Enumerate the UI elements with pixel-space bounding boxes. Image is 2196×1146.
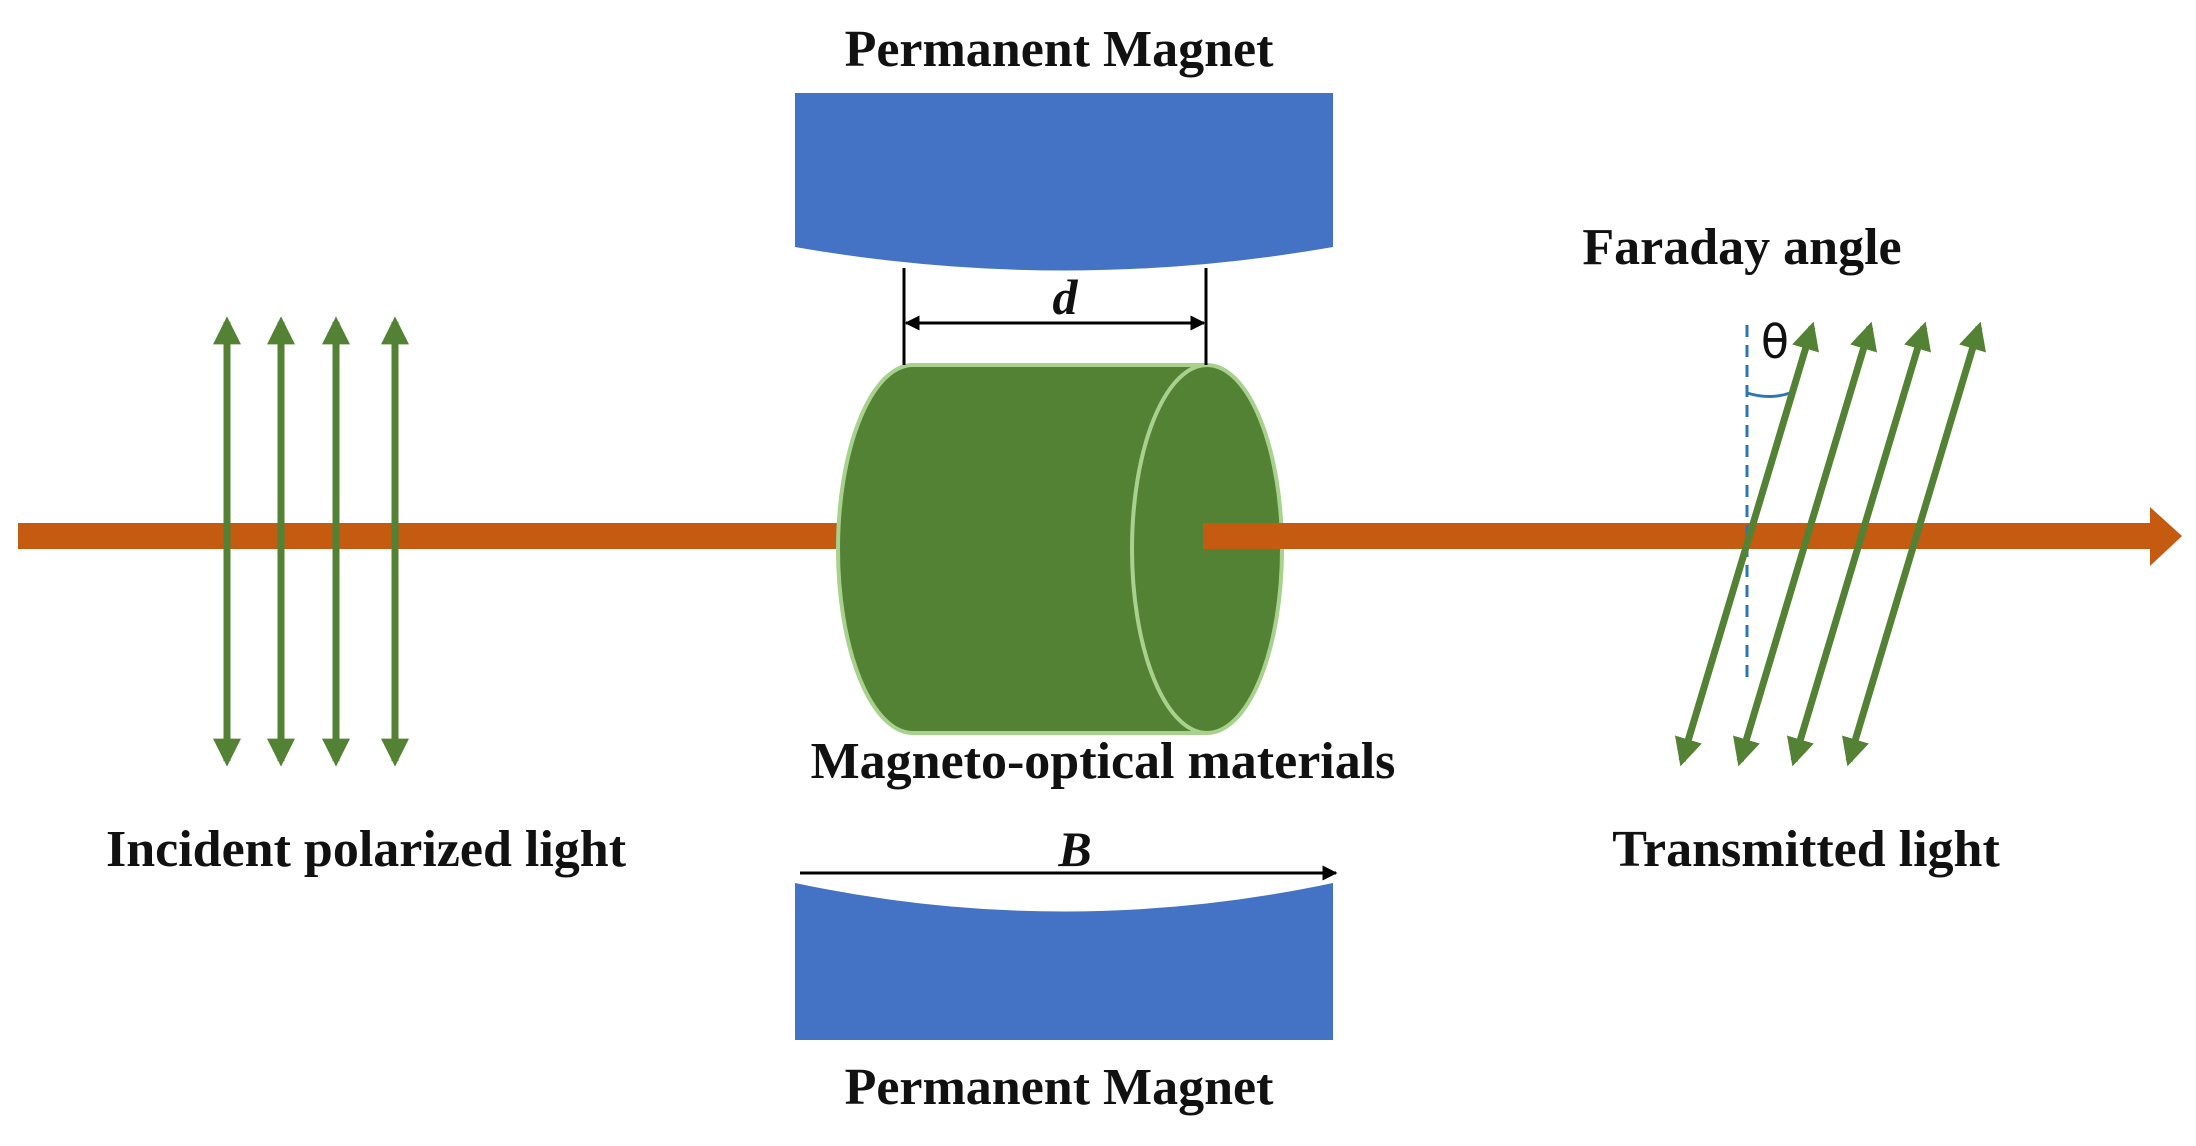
incident-polarization [213,316,409,767]
transmitted-polarization [1675,321,1986,767]
magnet-top-label: Permanent Magnet [845,21,1275,78]
transmitted-polarization-arrow [1842,321,1986,767]
permanent-magnet-bottom [795,883,1333,1040]
incident-label: Incident polarized light [106,821,627,878]
faraday-angle-arc [1746,391,1791,398]
permanent-magnet-top [795,93,1333,271]
angle-symbol: θ [1761,315,1789,369]
length-symbol: d [1053,269,1079,325]
material-label: Magneto-optical materials [811,733,1396,790]
transmitted-label: Transmitted light [1612,821,2000,878]
field-symbol: B [1057,821,1091,877]
light-beam-out [1203,507,2182,566]
magneto-optical-cylinder [836,363,1284,735]
faraday-angle-label: Faraday angle [1582,219,1901,276]
light-beam-in [18,523,838,549]
magnet-bottom-label: Permanent Magnet [845,1059,1275,1116]
